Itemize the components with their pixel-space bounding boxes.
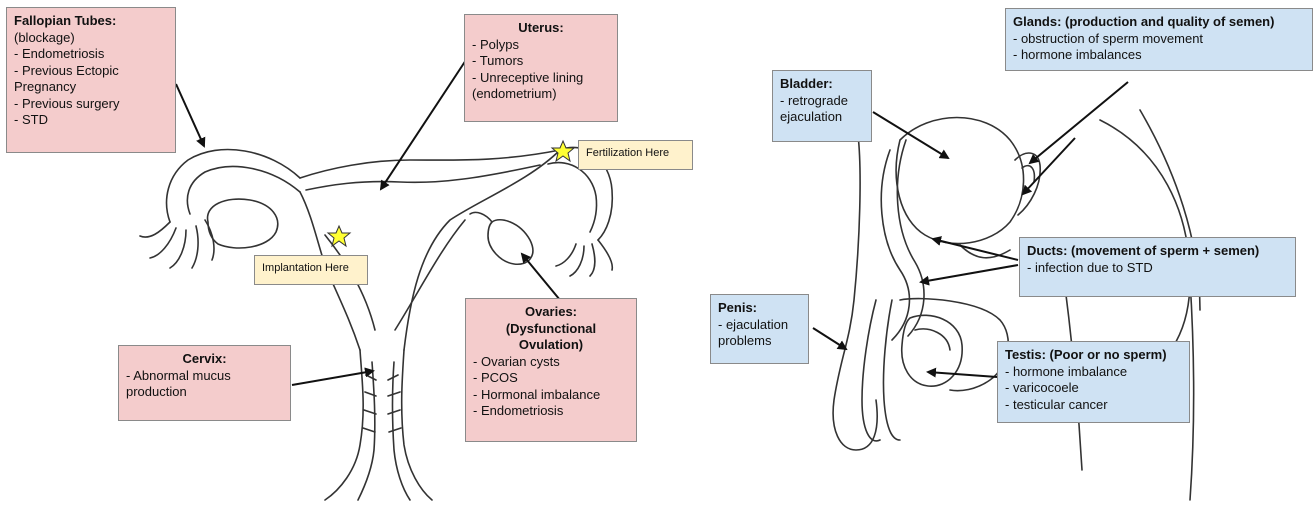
uterus-title: Uterus: bbox=[472, 20, 610, 37]
list-item: ejaculation problems bbox=[718, 317, 801, 350]
list-item: Hormonal imbalance bbox=[473, 387, 629, 404]
list-item: Unreceptive lining (endometrium) bbox=[472, 70, 610, 103]
list-item: PCOS bbox=[473, 370, 629, 387]
bladder-title: Bladder: bbox=[780, 76, 864, 93]
ovaries-title: Ovaries: bbox=[473, 304, 629, 321]
fertilization-star-icon bbox=[552, 141, 574, 161]
fertilization-label-text: Fertilization Here bbox=[586, 147, 669, 159]
list-item: Abnormal mucus production bbox=[126, 368, 283, 401]
list-item: Previous surgery bbox=[14, 96, 168, 113]
list-item: Previous Ectopic Pregnancy bbox=[14, 63, 168, 96]
fallopian-tubes-title: Fallopian Tubes: bbox=[14, 13, 168, 30]
male-anatomy-drawing bbox=[833, 110, 1200, 500]
testis-title: Testis: (Poor or no sperm) bbox=[1005, 347, 1182, 364]
list-item: testicular cancer bbox=[1005, 397, 1182, 414]
list-item: hormone imbalances bbox=[1013, 47, 1305, 64]
bladder-callout: Bladder: retrograde ejaculation bbox=[772, 70, 872, 142]
pointer-arrows bbox=[176, 60, 1128, 385]
implantation-label-text: Implantation Here bbox=[262, 262, 349, 274]
fallopian-tubes-callout: Fallopian Tubes: (blockage) Endometriosi… bbox=[6, 7, 176, 153]
list-item: varicocoele bbox=[1005, 380, 1182, 397]
list-item: hormone imbalance bbox=[1005, 364, 1182, 381]
list-item: Endometriosis bbox=[14, 46, 168, 63]
ducts-title: Ducts: (movement of sperm + semen) bbox=[1027, 243, 1288, 260]
list-item: STD bbox=[14, 112, 168, 129]
ducts-callout: Ducts: (movement of sperm + semen) infec… bbox=[1019, 237, 1296, 297]
testis-callout: Testis: (Poor or no sperm) hormone imbal… bbox=[997, 341, 1190, 423]
list-item: Polyps bbox=[472, 37, 610, 54]
cervix-title: Cervix: bbox=[126, 351, 283, 368]
fallopian-tubes-subtitle: (blockage) bbox=[14, 30, 168, 47]
fertilization-marker-label: Fertilization Here bbox=[578, 140, 693, 170]
glands-callout: Glands: (production and quality of semen… bbox=[1005, 8, 1313, 71]
glands-title: Glands: (production and quality of semen… bbox=[1013, 14, 1305, 31]
ovaries-callout: Ovaries: (Dysfunctional Ovulation) Ovari… bbox=[465, 298, 637, 442]
ovaries-subtitle: (Dysfunctional Ovulation) bbox=[473, 321, 629, 354]
uterus-callout: Uterus: Polyps Tumors Unreceptive lining… bbox=[464, 14, 618, 122]
list-item: Tumors bbox=[472, 53, 610, 70]
implantation-marker-label: Implantation Here bbox=[254, 255, 368, 285]
list-item: retrograde ejaculation bbox=[780, 93, 864, 126]
list-item: Ovarian cysts bbox=[473, 354, 629, 371]
penis-callout: Penis: ejaculation problems bbox=[710, 294, 809, 364]
penis-title: Penis: bbox=[718, 300, 801, 317]
list-item: infection due to STD bbox=[1027, 260, 1288, 277]
list-item: obstruction of sperm movement bbox=[1013, 31, 1305, 48]
list-item: Endometriosis bbox=[473, 403, 629, 420]
cervix-callout: Cervix: Abnormal mucus production bbox=[118, 345, 291, 421]
